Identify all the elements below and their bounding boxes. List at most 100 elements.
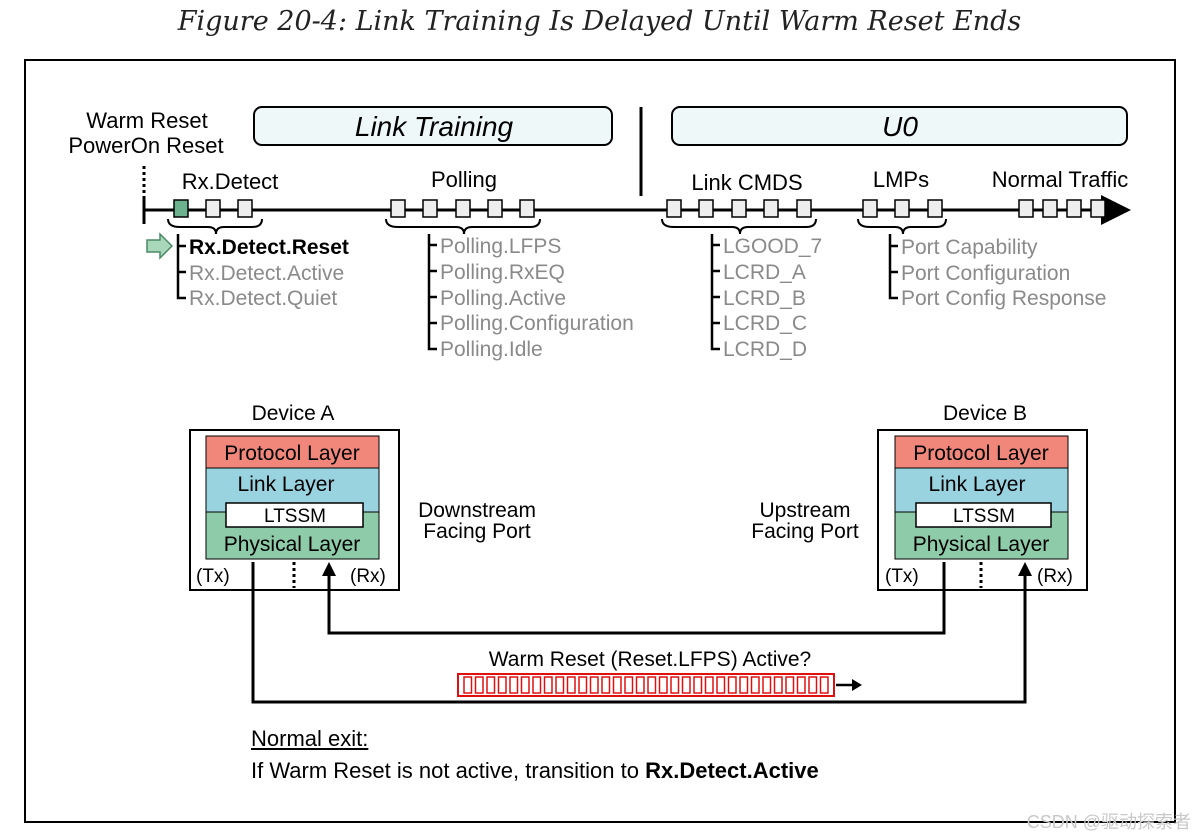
normal-traffic-title: Normal Traffic (992, 167, 1129, 192)
protocol-layer (894, 435, 1069, 469)
device-b: Device B Protocol Layer Link Layer LTSSM… (751, 402, 1088, 591)
lfps-pulse (486, 676, 496, 694)
a-rx-arrow-icon (322, 562, 336, 576)
polling-title: Polling (431, 167, 497, 192)
link-training-banner (253, 106, 613, 146)
current-state-arrow-icon (146, 232, 174, 260)
polling-rxeq-label: Polling.RxEQ (440, 261, 565, 284)
lfps-pulse (543, 676, 553, 694)
state-box-active (173, 199, 189, 218)
state-box (237, 199, 253, 218)
lfps-pulse (612, 676, 622, 694)
lfps-pulse (532, 676, 542, 694)
lfps-pulse (727, 676, 737, 694)
device-a: Device A Protocol Layer Link Layer LTSSM… (189, 402, 536, 591)
lcrd-a-label: LCRD_A (723, 261, 806, 284)
lfps-pulse (555, 676, 565, 694)
state-box (894, 199, 910, 218)
port-configuration-label: Port Configuration (901, 262, 1070, 285)
lmps-brace (857, 218, 947, 235)
tx-label: (Tx) (885, 566, 919, 587)
watermark: CSDN @驱动探索者 (1026, 812, 1191, 832)
rx-detect-title: Rx.Detect (182, 169, 279, 194)
device-a-title: Device A (252, 402, 335, 425)
lfps-pulse (509, 676, 519, 694)
physical-layer-label: Physical Layer (224, 533, 361, 556)
lfps-pulse (808, 676, 818, 694)
state-box (862, 199, 878, 218)
port-config-response-label: Port Config Response (901, 287, 1106, 310)
device-b-title: Device B (943, 402, 1027, 425)
state-box (698, 199, 714, 218)
rx-label: (Rx) (1037, 566, 1073, 587)
downstream-port-line1: Downstream (418, 499, 536, 522)
normal-exit-title: Normal exit: (251, 726, 369, 751)
state-box (422, 199, 438, 218)
lmps-tree (888, 234, 898, 300)
upstream-port-line1: Upstream (759, 499, 850, 522)
lfps-arrow-icon (852, 679, 862, 691)
lcrd-d-label: LCRD_D (723, 338, 807, 361)
ltssm-label: LTSSM (264, 506, 326, 527)
lfps-pulse (739, 676, 749, 694)
lgood-label: LGOOD_7 (723, 235, 822, 258)
warm-reset-label: Warm Reset (86, 108, 207, 133)
lmps-title: LMPs (873, 167, 929, 192)
state-box (455, 199, 471, 218)
lfps-pulse (578, 676, 588, 694)
group-braces (167, 218, 947, 235)
link-training-label: Link Training (355, 111, 514, 142)
protocol-layer (205, 435, 380, 469)
normal-exit-note: Normal exit: If Warm Reset is not active… (251, 726, 819, 784)
polling-states (390, 199, 535, 218)
lfps-pulse (474, 676, 484, 694)
link-layer-label: Link Layer (929, 473, 1026, 496)
diagram-frame (24, 59, 1176, 823)
polling-tree (427, 234, 437, 351)
state-box (487, 199, 503, 218)
b-rx-arrow-icon (1018, 562, 1032, 576)
lcrd-c-label: LCRD_C (723, 312, 807, 335)
lfps-pulse (497, 676, 507, 694)
normal-exit-target: Rx.Detect.Active (645, 758, 819, 783)
lfps-pulse (624, 676, 634, 694)
lfps-pulse (773, 676, 783, 694)
warm-reset-signal-label: Warm Reset (Reset.LFPS) Active? (489, 648, 811, 671)
signal-paths (251, 562, 1027, 704)
state-box (666, 199, 682, 218)
rx-detect-states (173, 199, 253, 218)
lfps-pulse (463, 676, 473, 694)
lfps-pulse (635, 676, 645, 694)
lfps-pulse (819, 676, 829, 694)
rx-detect-reset-label: Rx.Detect.Reset (189, 236, 349, 259)
rx-detect-active-label: Rx.Detect.Active (189, 262, 344, 285)
lfps-pulse (750, 676, 760, 694)
u0-label: U0 (882, 111, 918, 142)
ltssm-label: LTSSM (953, 506, 1015, 527)
lcrd-b-label: LCRD_B (723, 287, 806, 310)
b-tx-to-a-rx-path (327, 562, 946, 635)
polling-active-label: Polling.Active (440, 287, 566, 310)
state-box (519, 199, 535, 218)
state-box (1042, 199, 1058, 218)
state-box (1090, 199, 1106, 218)
normal-exit-text: If Warm Reset is not active, transition … (251, 758, 646, 783)
lfps-pulse (796, 676, 806, 694)
tx-label: (Tx) (196, 566, 230, 587)
rx-detect-tree (176, 234, 186, 300)
ltssm-box (225, 502, 364, 528)
lfps-pulse (589, 676, 599, 694)
link-cmds-states (666, 199, 812, 218)
lmps-states (862, 199, 943, 218)
downstream-port-line2: Facing Port (423, 520, 531, 543)
link-cmds-brace (661, 218, 817, 235)
lfps-pulse (658, 676, 668, 694)
a-tx-to-b-rx-path (251, 562, 1027, 704)
rx-detect-brace (167, 218, 263, 235)
u0-banner (671, 106, 1128, 146)
polling-brace (385, 218, 541, 235)
link-cmds-title: Link CMDS (691, 170, 802, 195)
lfps-pulse (693, 676, 703, 694)
state-box (731, 199, 747, 218)
